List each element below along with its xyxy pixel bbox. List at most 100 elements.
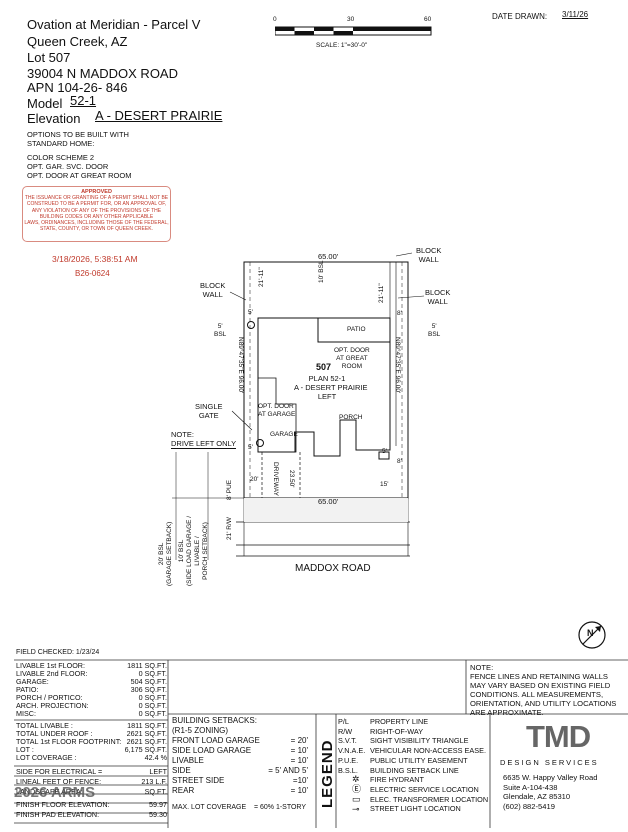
dim-5-bsl-left: 5'BSL [214,323,227,338]
company-logo: TMD [526,719,591,754]
field-checked: FIELD CHECKED: 1/23/24 [16,649,100,656]
setbacks-block: BUILDING SETBACKS: (R1-5 ZONING) FRONT L… [172,716,308,795]
dim-21-11-left: 21'-11" [258,267,265,287]
area-row: PORCH / PORTICO:0 SQ.FT. [16,693,167,702]
dim-21-rw: 21' R/W [226,517,233,540]
north-label: N [587,628,594,638]
dim-10-bsl: 10' BSL [318,260,325,283]
date-drawn-label: DATE DRAWN: [492,12,548,21]
date-drawn-value: 3/11/26 [562,10,589,19]
setback-10-label: 10' BSL(SIDE LOAD GARAGE /LIVABLE /PORCH… [178,515,209,586]
drive-width: 23.50' [288,470,295,488]
right-bearing: N89°47'35"E 96.00' [394,337,401,394]
dim-21-11-right: 21'-11" [378,283,385,303]
legend-symbols: ✲ Ⓔ ▭ ⊸ [352,774,361,814]
dim-5-b: 5' [248,444,253,451]
scale-tick-60: 60 [424,16,432,23]
scale-tick-30: 30 [347,16,355,23]
setbacks-zoning: (R1-5 ZONING) [172,726,228,735]
total-row: TOTAL LIVABLE :1811 SQ.FT. [16,721,167,730]
area-row: PATIO:306 SQ.FT. [16,685,167,694]
garage-outline [257,377,297,453]
road-lines [236,521,410,557]
setback-20-label: 20' BSL(GARAGE SETBACK) [158,521,173,586]
electrical-row: SIDE FOR ELECTRICAL =LEFT [16,767,167,776]
totals-table: TOTAL LIVABLE :1811 SQ.FT. TOTAL UNDER R… [16,722,167,762]
lot-number: Lot 507 [27,50,71,65]
legend-title: LEGEND [319,739,336,808]
area-row: ARCH. PROJECTION:0 SQ.FT. [16,701,167,710]
setbacks-title: BUILDING SETBACKS: [172,716,257,725]
total-row: TOTAL 1st FLOOR FOOTPRINT:2621 SQ.FT. [16,737,167,746]
area-row: MISC:0 SQ.FT. [16,709,167,718]
transformer-symbol [378,451,390,460]
plan-lot-number: 507 [316,362,332,372]
left-bearing: N89°47'35"E 96.00' [237,337,244,394]
option-item: COLOR SCHEME 2 [27,153,95,162]
options-list: COLOR SCHEME 2 OPT. GAR. SVC. DOOR OPT. … [27,153,131,180]
total-row: LOT :6,175 SQ.FT. [16,745,167,754]
model-label: Model [27,96,63,111]
garage-label: GARAGE [270,431,298,438]
company-name: DESIGN SERVICES [500,758,599,767]
max-coverage: MAX. LOT COVERAGE = 60% 1-STORY [172,804,307,811]
transformer-icon: ▭ [352,794,361,804]
area-table: LIVABLE 1st FLOOR:1811 SQ.FT. LIVABLE 2n… [16,662,167,718]
area-row: LIVABLE 1st FLOOR:1811 SQ.FT. [16,661,167,670]
dim-8-a: 8' [397,310,402,317]
site-plan [172,252,425,560]
title-block-lines [14,659,628,828]
elevation-label: Elevation [27,111,81,126]
patio-label: PATIO [347,326,366,333]
landscape-row: LANDSCAPE AREA:SQ.FT. [16,787,167,796]
scale-bar [275,26,432,36]
scale-label: SCALE: 1"=30'-0" [316,42,368,49]
area-row: GARAGE:504 SQ.FT. [16,677,167,686]
road-name: MADDOX ROAD [295,563,371,574]
pad-elevation-row: FINISH PAD ELEVATION:59.30 [16,810,167,819]
electric-meter-symbol [256,439,264,447]
driveway-label: DRIVEWAY [272,462,279,496]
project-name: Ovation at Meridian - Parcel V [27,17,201,32]
north-arrow-icon [578,621,606,649]
driveway-lines [261,452,301,498]
total-row: LOT COVERAGE :42.4 % [16,753,167,762]
apn: APN 104-26- 846 [27,80,128,95]
dim-15: 15' [380,481,389,488]
porch-label: PORCH [339,414,363,421]
elevation-value: A - DESERT PRAIRIE [95,108,223,123]
dimension-lines [172,452,250,560]
note-drive-left: NOTE:DRIVE LEFT ONLY [171,430,237,449]
fence-row: LINEAL FEET OF FENCE:213 L.F. [16,777,167,786]
electric-service-icon: Ⓔ [352,784,362,794]
floor-elevation-row: FINISH FLOOR ELEVATION:59.97 [16,800,167,809]
permit-number: B26-0624 [75,269,110,278]
option-item: OPT. GAR. SVC. DOOR [27,162,109,171]
bottom-width: 65.00' [318,497,339,506]
city: Queen Creek, AZ [27,34,128,49]
fire-hydrant-icon: ✲ [352,774,360,784]
dim-5-a: 5' [248,309,253,316]
block-wall-right [389,262,397,450]
total-row: TOTAL UNDER ROOF :2621 SQ.FT. [16,729,167,738]
dim-8-b: 8' [397,458,402,465]
dim-5-c: 5' [382,448,387,455]
stamp-timestamp: 3/18/2026, 5:38:51 AM [52,254,138,264]
address: 39004 N MADDOX ROAD [27,66,178,81]
electric-service-symbol [247,321,255,329]
option-item: OPT. DOOR AT GREAT ROOM [27,171,132,180]
approval-stamp: APPROVED THE ISSUANCE OR GRANTING OF A P… [22,186,171,242]
dim-8-pue: 8' PUE [226,479,233,500]
area-row: LIVABLE 2nd FLOOR:0 SQ.FT. [16,669,167,678]
leader-lines [229,252,425,431]
dim-5-bsl-right: 5'BSL [428,323,441,338]
